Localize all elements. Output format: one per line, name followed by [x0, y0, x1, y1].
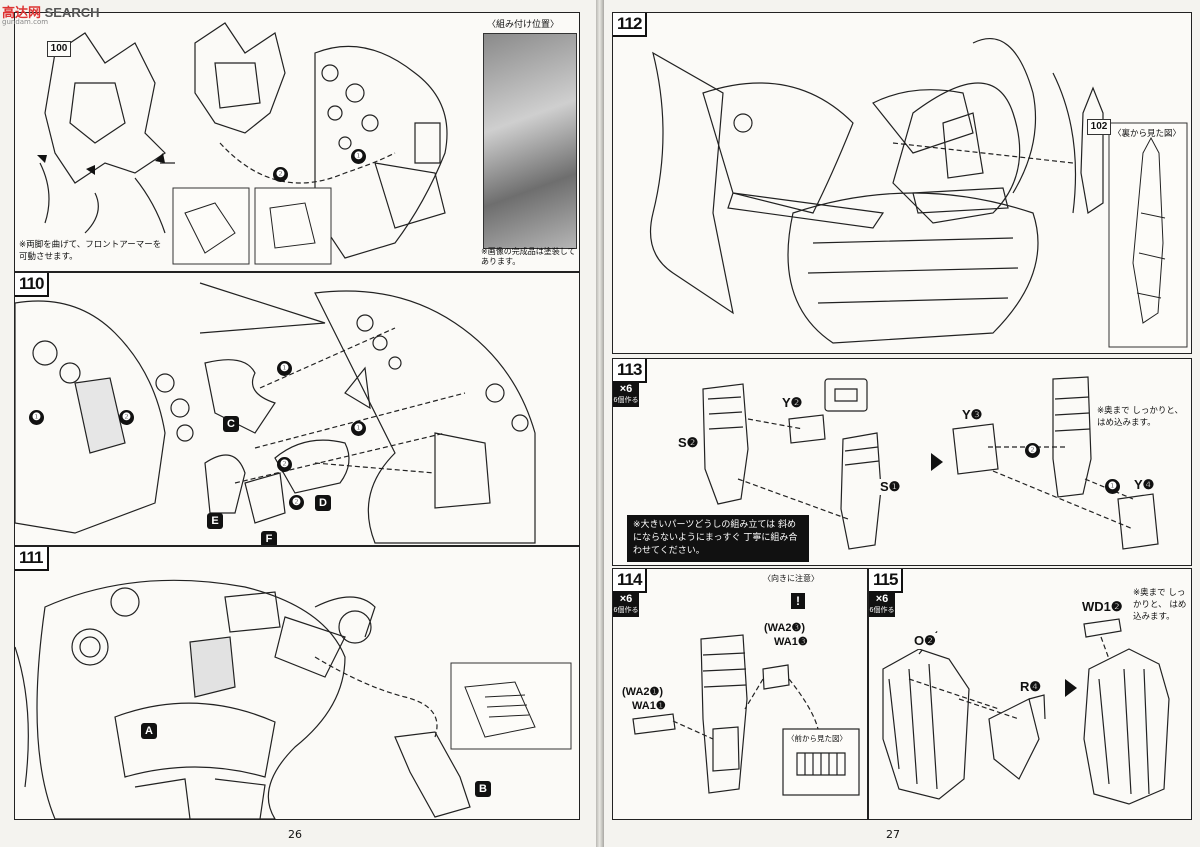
sequence-arrow — [931, 453, 943, 471]
step-number-1: ❶ — [351, 421, 366, 436]
step-115-line-art — [882, 618, 1170, 805]
step-114-line-art — [632, 634, 860, 796]
step-113-line-art — [702, 376, 1159, 550]
assembled-photo — [483, 33, 577, 249]
step-110-panel: 110 ❶ ❷ ❶ ❷ — [14, 272, 580, 546]
part-label-wd1-2: WD1❷ — [1081, 599, 1124, 615]
part-label-d: D — [315, 495, 331, 511]
step-number-label: 111 — [15, 547, 49, 571]
part-label-y4: Y❹ — [1133, 477, 1156, 493]
part-label-wa2-3: (WA2❸) — [763, 621, 807, 634]
step-number-label: 112 — [613, 13, 648, 37]
part-label-y3: Y❸ — [961, 407, 984, 423]
manual-page-left: 高达网 SEARCH gundam.com 100 — [0, 0, 596, 847]
step-112-panel: 112 102 〈裏から見た図〉 — [612, 12, 1192, 354]
step-100-panel: 100 ❶ ❷ ※両脚を曲げて、フロントアーマーを可動させます。 〈組み付け位置… — [14, 12, 580, 272]
part-label-s1: S❶ — [879, 479, 902, 495]
push-in-note: ※奥まで しっかりと、 はめ込みます。 — [1133, 588, 1187, 622]
part-label-wa1-3: WA1❸ — [773, 635, 809, 648]
step-112-line-art — [649, 38, 1188, 348]
ref-number-box-102: 102 — [1087, 119, 1111, 135]
step-number-label: 110 — [15, 273, 50, 297]
step-100-line-art — [37, 22, 448, 265]
step-number-label: 115 — [869, 569, 904, 593]
watermark-logo: 高达网 SEARCH — [2, 5, 100, 20]
step-number-2: ❷ — [273, 167, 288, 182]
step-100-note: ※両脚を曲げて、フロントアーマーを可動させます。 — [19, 240, 162, 262]
part-label-y2: Y❷ — [781, 395, 804, 411]
step-110-line-art — [15, 282, 536, 544]
orientation-caption: 〈向きに注意〉 — [763, 574, 819, 583]
part-label-o2: O❷ — [913, 633, 937, 649]
step-number-1: ❶ — [351, 149, 366, 164]
step-number-1: ❶ — [1105, 479, 1120, 494]
part-label-wa1-1: WA1❶ — [631, 699, 667, 712]
sequence-arrow — [1065, 679, 1077, 697]
step-number-2: ❷ — [119, 410, 134, 425]
manual-page-right: 112 102 〈裏から見た図〉 — [604, 0, 1200, 847]
step-number-2: ❷ — [1025, 443, 1040, 458]
photo-caption-position: 〈組み付け位置〉 — [487, 20, 560, 30]
book-spine — [596, 0, 604, 847]
step-number-2: ❷ — [277, 457, 292, 472]
page-number-left: 26 — [288, 828, 302, 841]
push-in-note: ※奥まで しっかりと、 はめ込みます。 — [1097, 406, 1183, 428]
part-label-e: E — [207, 513, 223, 529]
page-number-right: 27 — [886, 828, 900, 841]
part-label-f: F — [261, 531, 277, 545]
ref-number-box-100: 100 — [47, 41, 71, 57]
assembly-warning-box: ※大きいパーツどうしの組み立ては 斜めにならないようにまっすぐ 丁寧に組み合わせ… — [627, 515, 809, 562]
warning-icon: ! — [791, 593, 805, 609]
photo-caption-painted: ※画像の完成品は塗装してあります。 — [481, 247, 576, 266]
step-number-1: ❶ — [29, 410, 44, 425]
part-label-wa2-1: (WA2❶) — [621, 685, 665, 698]
front-view-caption: 〈前から見た図〉 — [787, 734, 847, 743]
step-number-1: ❶ — [277, 361, 292, 376]
part-label-r4: R❹ — [1019, 679, 1043, 695]
step-number-label: 113 — [613, 359, 648, 383]
step-number-2: ❷ — [289, 495, 304, 510]
part-label-a: A — [141, 723, 157, 739]
step-111-line-art — [15, 579, 572, 819]
back-view-caption: 〈裏から見た図〉 — [1113, 129, 1182, 139]
step-111-panel: 111 A B — [14, 546, 580, 820]
step-number-label: 114 — [613, 569, 648, 593]
watermark-url: gundam.com — [2, 18, 49, 26]
part-label-b: B — [475, 781, 491, 797]
part-label-s2: S❷ — [677, 435, 700, 451]
part-label-c: C — [223, 416, 239, 432]
